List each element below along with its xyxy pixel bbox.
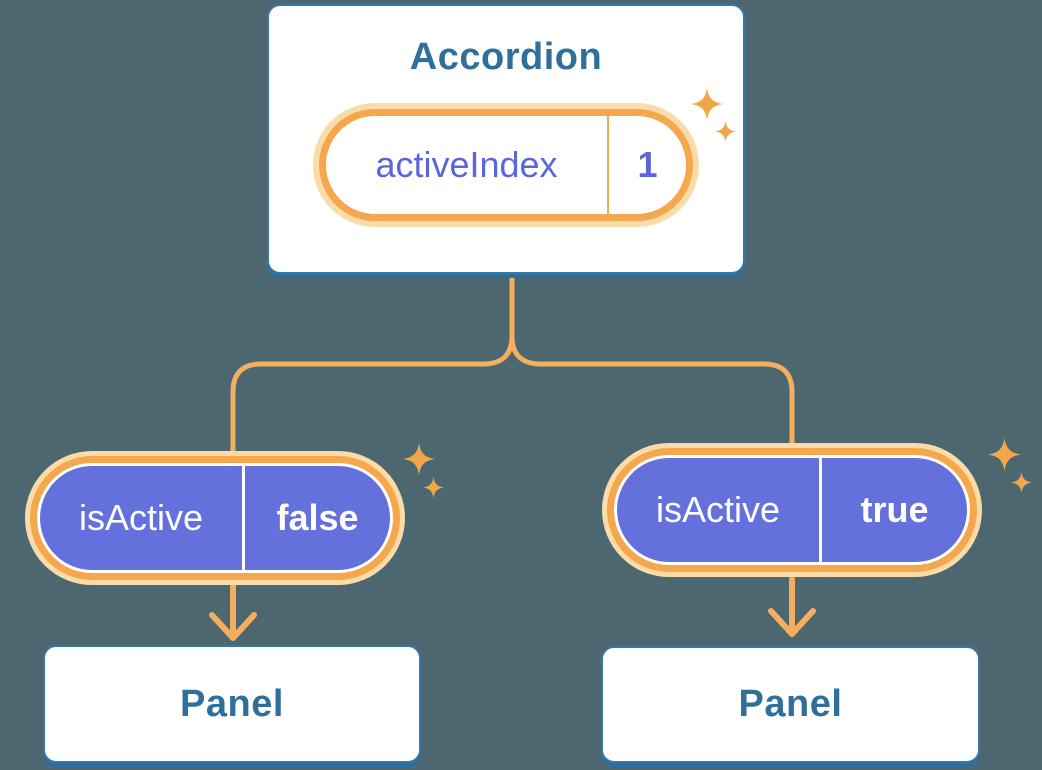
connector-right-branch	[509, 333, 795, 447]
state-pill: activeIndex 1	[319, 109, 693, 221]
state-pill-divider	[607, 116, 609, 214]
panel-card-left: Panel	[43, 645, 421, 763]
sparkle-icon	[715, 121, 736, 142]
arrow-left-head	[209, 612, 257, 641]
prop-pill-left-glow: isActive false	[25, 451, 405, 585]
prop-pill-right: isActive true	[614, 455, 970, 565]
prop-pill-right-divider	[819, 458, 822, 562]
prop-pill-left-ring: isActive false	[30, 456, 400, 580]
prop-value-left: false	[276, 497, 359, 538]
prop-label-right: isActive	[655, 489, 781, 530]
sparkle-icon	[403, 443, 435, 475]
prop-label-left: isActive	[78, 497, 204, 538]
state-pill-glow: activeIndex 1	[313, 103, 699, 227]
accordion-title: Accordion	[409, 36, 603, 78]
prop-pill-right-glow: isActive true	[602, 443, 982, 577]
sparkle-icon	[988, 438, 1021, 471]
state-value: 1	[637, 144, 658, 185]
state-label: activeIndex	[375, 144, 558, 185]
prop-pill-left: isActive false	[37, 463, 393, 573]
accordion-card: Accordion activeIndex 1	[267, 4, 745, 274]
connector-left-branch	[230, 274, 515, 455]
sparkle-icon	[1011, 472, 1032, 493]
sparkle-icon	[423, 477, 444, 498]
prop-value-right: true	[860, 489, 929, 530]
panel-title-left: Panel	[180, 682, 284, 725]
arrow-right-head	[768, 608, 816, 637]
sparkle-icon	[691, 88, 723, 120]
prop-pill-right-ring: isActive true	[607, 448, 977, 572]
prop-pill-left-divider	[242, 466, 245, 570]
panel-title-right: Panel	[738, 683, 843, 725]
panel-card-right: Panel	[601, 646, 980, 763]
